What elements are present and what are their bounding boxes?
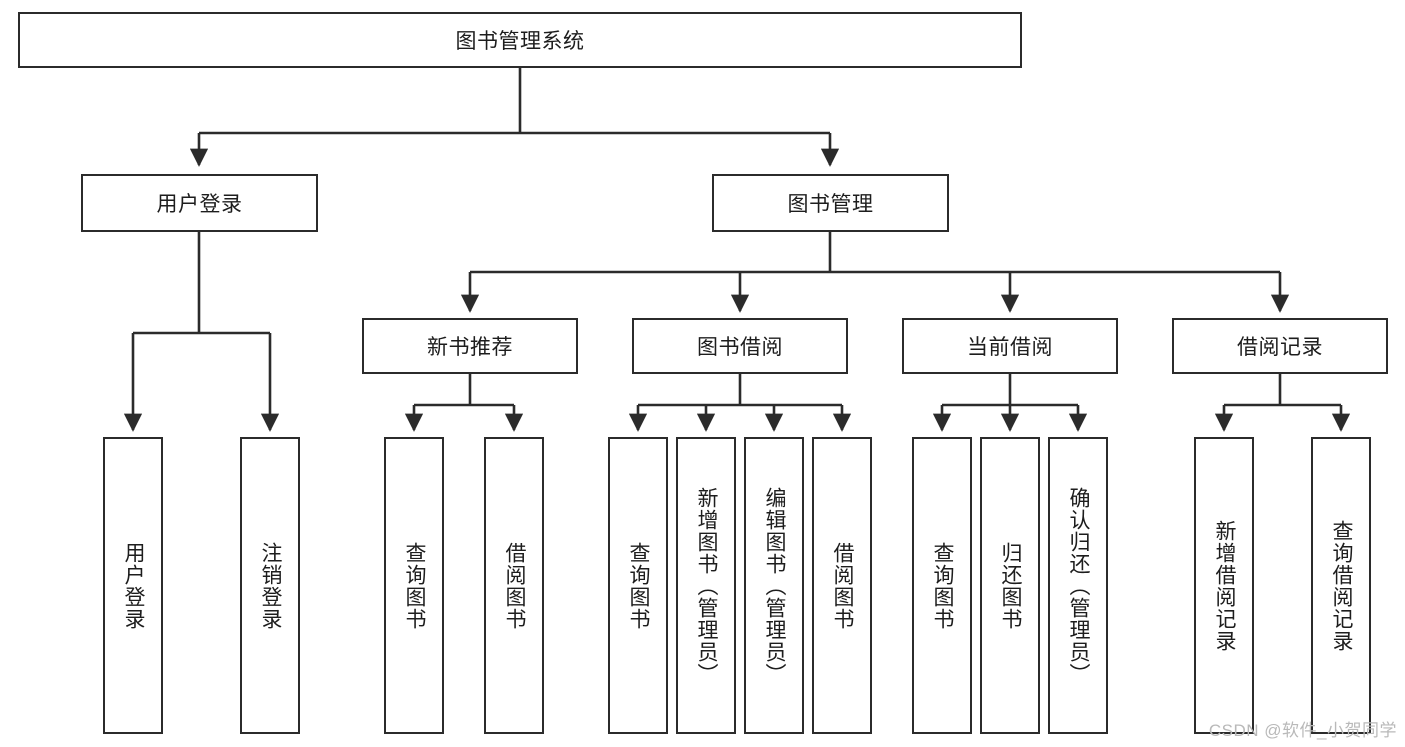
csdn-watermark: CSDN @软件_小贺同学	[1208, 721, 1397, 740]
node-leaf-query-book-1-label: 查询图书	[403, 541, 427, 630]
node-root-label: 图书管理系统	[455, 30, 585, 53]
node-leaf-add-book[interactable]: 新增图书（管理员）	[676, 437, 736, 734]
node-root[interactable]: 图书管理系统	[18, 12, 1022, 68]
node-leaf-query-book-3-label: 查询图书	[931, 541, 955, 630]
node-book-borrow[interactable]: 图书借阅	[632, 318, 848, 374]
node-user-login[interactable]: 用户登录	[81, 174, 318, 232]
node-new-book-recommend-label: 新书推荐	[427, 336, 513, 359]
node-leaf-add-book-label: 新增图书（管理员）	[695, 486, 719, 685]
node-leaf-query-book-2-label: 查询图书	[627, 541, 651, 630]
node-leaf-borrow-book-1-label: 借阅图书	[503, 541, 527, 630]
node-leaf-query-book-1[interactable]: 查询图书	[384, 437, 444, 734]
node-new-book-recommend[interactable]: 新书推荐	[362, 318, 578, 374]
node-leaf-user-logout-label: 注销登录	[259, 541, 283, 630]
node-leaf-confirm-return-label: 确认归还（管理员）	[1067, 486, 1091, 685]
node-borrow-record[interactable]: 借阅记录	[1172, 318, 1388, 374]
node-leaf-borrow-book-2[interactable]: 借阅图书	[812, 437, 872, 734]
node-leaf-query-record-label: 查询借阅记录	[1330, 519, 1354, 652]
node-leaf-edit-book[interactable]: 编辑图书（管理员）	[744, 437, 804, 734]
node-leaf-user-login-label: 用户登录	[122, 541, 146, 630]
node-leaf-add-record-label: 新增借阅记录	[1213, 519, 1237, 652]
node-borrow-record-label: 借阅记录	[1237, 336, 1323, 359]
node-leaf-confirm-return[interactable]: 确认归还（管理员）	[1048, 437, 1108, 734]
node-leaf-user-login[interactable]: 用户登录	[103, 437, 163, 734]
node-leaf-edit-book-label: 编辑图书（管理员）	[763, 486, 787, 685]
node-leaf-query-book-3[interactable]: 查询图书	[912, 437, 972, 734]
node-leaf-query-record[interactable]: 查询借阅记录	[1311, 437, 1371, 734]
node-current-borrow[interactable]: 当前借阅	[902, 318, 1118, 374]
node-leaf-user-logout[interactable]: 注销登录	[240, 437, 300, 734]
node-book-manage[interactable]: 图书管理	[712, 174, 949, 232]
node-current-borrow-label: 当前借阅	[967, 336, 1053, 359]
node-leaf-borrow-book-1[interactable]: 借阅图书	[484, 437, 544, 734]
node-book-manage-label: 图书管理	[787, 193, 874, 216]
node-leaf-add-record[interactable]: 新增借阅记录	[1194, 437, 1254, 734]
node-book-borrow-label: 图书借阅	[697, 336, 783, 359]
node-leaf-borrow-book-2-label: 借阅图书	[831, 541, 855, 630]
node-leaf-query-book-2[interactable]: 查询图书	[608, 437, 668, 734]
node-user-login-label: 用户登录	[156, 193, 243, 216]
node-leaf-return-book[interactable]: 归还图书	[980, 437, 1040, 734]
node-leaf-return-book-label: 归还图书	[999, 541, 1023, 630]
